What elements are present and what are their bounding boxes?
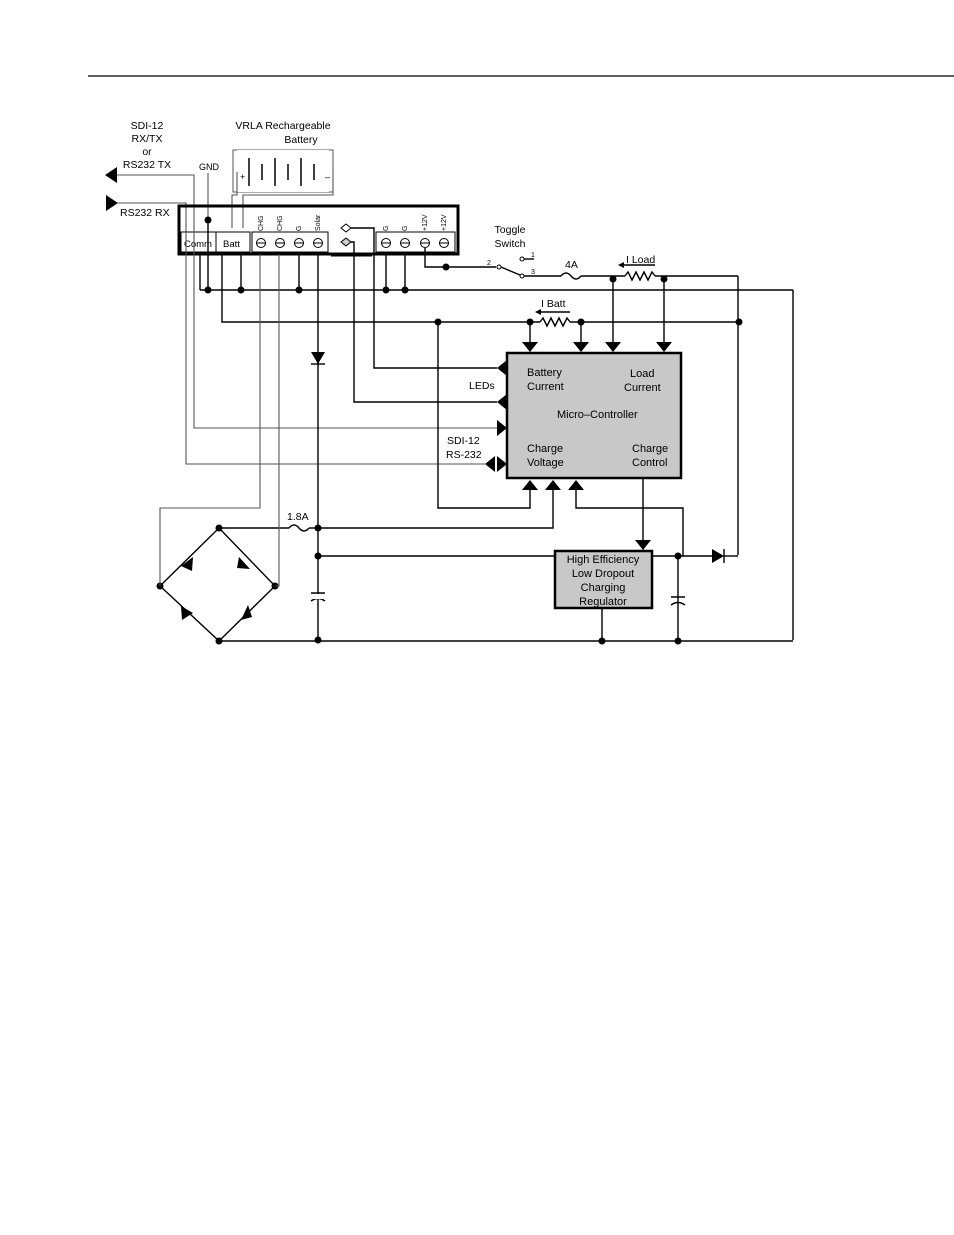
bidirectional-arrow-icon: [485, 456, 507, 472]
resistor-iload-icon: [625, 272, 655, 280]
term-solar-label: Solar: [315, 214, 322, 231]
battery-plus-label: +: [240, 172, 245, 182]
iload-label: I Load: [626, 254, 655, 266]
term-g3-label: G: [402, 226, 409, 231]
led-icon: [341, 224, 351, 246]
sdi12-rs232-label: SDI-12: [447, 435, 480, 447]
micro-controller-title: Micro–Controller: [557, 409, 638, 421]
term-chg2-label: CHG: [277, 215, 284, 231]
toggle-switch-icon: [497, 257, 534, 278]
fuse-4a-icon: [561, 273, 581, 279]
regulator-label-2: Low Dropout: [572, 568, 634, 580]
comm-arrow-icon: [497, 420, 507, 436]
battery-title-label: VRLA Rechargeable: [235, 120, 330, 132]
battery-current-label: Battery: [527, 367, 562, 379]
regulator-label-4: Regulator: [579, 596, 627, 608]
bridge-diode-icon: [181, 557, 252, 620]
fuse-18a-icon: [289, 525, 309, 531]
fuse-18a-label: 1.8A: [287, 511, 309, 523]
solar-diode-icon: [311, 352, 325, 364]
battery-group: VRLA Rechargeable Battery + –: [232, 120, 333, 228]
sdi12-label: SDI-12: [131, 120, 164, 132]
regulator-label: High Efficiency: [567, 554, 640, 566]
sdi12-label-group: SDI-12 RX/TX or RS232 TX: [123, 120, 171, 171]
output-diode-icon: [712, 549, 724, 563]
resistor-ibatt-icon: [540, 318, 570, 326]
tx-arrow-icon: [105, 167, 117, 183]
sw-pin3-label: 3: [531, 269, 535, 276]
load-current-label-2: Current: [624, 382, 661, 394]
regulator-label-3: Charging: [581, 582, 626, 594]
sw-pin2-label: 2: [487, 260, 491, 267]
rxtx-label: RX/TX: [132, 133, 163, 145]
switch-label: Switch: [495, 238, 526, 250]
sw-pin1-label: 1: [531, 252, 535, 259]
charge-control-label-2: Control: [632, 457, 667, 469]
control-arrow-icon: [635, 540, 651, 550]
term-chg1-label: CHG: [258, 215, 265, 231]
terminal-block: Comm Batt CHG CHG G Solar G G +12V: [179, 206, 458, 255]
term-12v1-label: +12V: [422, 214, 429, 231]
gnd-label: GND: [199, 162, 220, 172]
bridge-rectifier: [157, 254, 280, 645]
load-current-label: Load: [630, 368, 654, 380]
leds-label: LEDs: [469, 380, 495, 392]
batt-label: Batt: [223, 239, 240, 250]
battery-title-label-2: Battery: [284, 134, 318, 146]
term-g1-label: G: [296, 226, 303, 231]
toggle-label: Toggle: [495, 224, 526, 236]
led-drive-arrow-icon: [497, 360, 507, 410]
rx-arrow-icon: [106, 195, 118, 211]
micro-controller-block: Battery Current Load Current Micro–Contr…: [507, 353, 681, 478]
term-g2-label: G: [383, 226, 390, 231]
charge-control-label: Charge: [632, 443, 668, 455]
battery-current-label-2: Current: [527, 381, 564, 393]
charging-regulator-block: High Efficiency Low Dropout Charging Reg…: [555, 551, 652, 608]
or-label: or: [142, 146, 152, 158]
rs232rx-label: RS232 RX: [120, 207, 170, 219]
sdi12-rs232-label-2: RS-232: [446, 449, 482, 461]
rs232tx-label: RS232 TX: [123, 159, 171, 171]
ibatt-label: I Batt: [541, 298, 566, 310]
charge-sense-arrow-icon: [522, 480, 584, 490]
charge-voltage-label: Charge: [527, 443, 563, 455]
term-12v2-label: +12V: [441, 214, 448, 231]
fuse-4a-label: 4A: [565, 259, 578, 271]
battery-minus-label: –: [325, 172, 330, 182]
sense-arrow-icon: [522, 342, 672, 352]
charge-voltage-label-2: Voltage: [527, 457, 564, 469]
